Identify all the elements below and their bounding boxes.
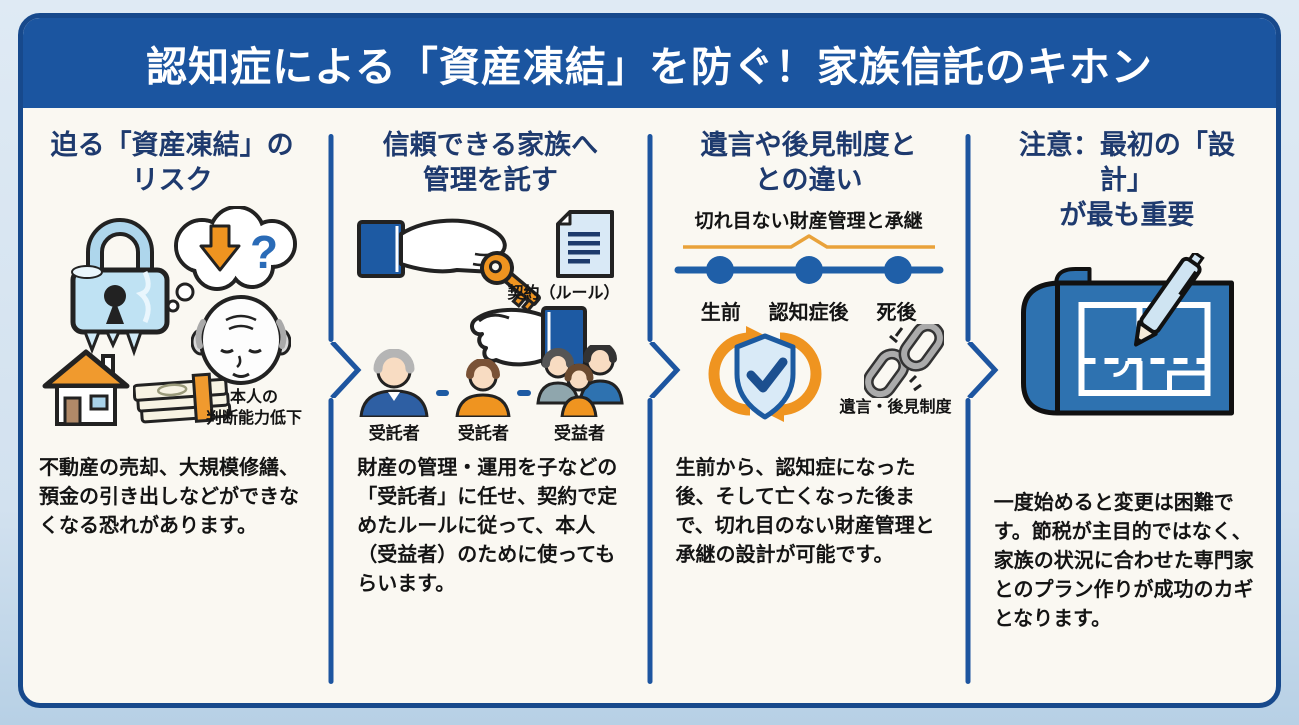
separator-chevron [950, 108, 999, 703]
page-title: 認知症による「資産凍結」を防ぐ！家族信託のキホン [146, 44, 1153, 90]
role-label: 受託者 [368, 424, 420, 444]
separator-line [647, 398, 652, 684]
trust-roles-row: 受託者 受託者 [357, 345, 624, 444]
section-difference-title: 遺言や後見制度と との違い [700, 130, 917, 196]
section-design-title: 注意：最初の「設計」 が最も重要 [1018, 130, 1235, 231]
header-banner: 認知症による「資産凍結」を防ぐ！家族信託のキホン [23, 18, 1276, 108]
separator-line [647, 134, 652, 342]
beneficiary: 受益者 [535, 345, 624, 444]
orange-brace-icon [682, 234, 935, 249]
section-design-body: 一度始めると変更は困難です。節税が主目的ではなく、家族の状況に合わせた専門家との… [993, 492, 1254, 631]
section-difference-body: 生前から、認知症になった後、そして亡くなった後まで、切れ目のない財産管理と承継の… [675, 457, 935, 567]
shield-cycle-icon [708, 326, 821, 423]
section-risk-illustration: ? [39, 206, 305, 444]
separator-line [328, 134, 334, 342]
beneficiary-family-icon [535, 345, 624, 418]
broken-chain-icon [863, 324, 944, 399]
chevron-right-icon [330, 342, 362, 398]
link-dash [517, 390, 531, 397]
columns-row: 迫る「資産凍結」の リスク [23, 108, 1276, 703]
chain-label: 遺言・後見制度 [839, 399, 952, 417]
contract-label: 契約（ルール） [507, 285, 620, 303]
trustee-1: 受託者 [357, 349, 431, 444]
stage-label: 生前 [700, 302, 741, 325]
separator-line [328, 398, 334, 684]
link-dash [436, 390, 450, 397]
timeline-caption: 切れ目ない財産管理と承継 [694, 211, 923, 233]
stage-label: 死後 [876, 302, 917, 325]
house-icon [42, 349, 130, 427]
chevron-right-icon [648, 342, 680, 398]
section-entrust-body: 財産の管理・運用を子などの「受託者」に任せ、契約で定めたルールに従って、本人（受… [357, 457, 618, 596]
separator-chevron [632, 108, 680, 703]
question-mark-glyph: ? [250, 226, 278, 278]
trustee-2: 受託者 [454, 359, 512, 444]
money-stack-icon [133, 372, 232, 424]
judgement-decline-caption: 本人の 判断能力低下 [205, 389, 302, 427]
section-risk-body: 不動産の売却、大規模修繕、預金の引き出しなどができなくなる恐れがあります。 [39, 457, 299, 538]
stage-label: 認知症後 [768, 302, 849, 325]
frozen-padlock-icon [70, 218, 170, 357]
section-entrust-illustration: 契約（ルール） 受託者 [357, 206, 624, 444]
section-design-illustration [994, 241, 1260, 479]
separator-chevron [313, 108, 362, 703]
trustee-avatar-icon [455, 359, 511, 418]
contract-document-icon [555, 210, 614, 279]
elderly-man-icon [191, 295, 291, 386]
section-risk-title: 迫る「資産凍結」の リスク [50, 130, 294, 196]
role-label: 受託者 [457, 424, 509, 444]
section-design-caution: 注意：最初の「設計」 が最も重要 [986, 108, 1268, 703]
section-asset-freeze-risk: 迫る「資産凍結」の リスク [31, 108, 313, 703]
section-difference-illustration: 切れ目ない財産管理と承継 生前 認知症後 死後 [674, 206, 952, 444]
blueprint-pen-icon [1020, 253, 1234, 416]
section-entrust-family: 信頼できる家族へ 管理を託す [349, 108, 631, 703]
thought-bubble-decline-icon: ? [166, 206, 297, 313]
chevron-right-icon [966, 342, 999, 398]
separator-line [965, 398, 971, 684]
role-label: 受益者 [554, 424, 605, 444]
separator-line [965, 134, 971, 342]
section-entrust-title: 信頼できる家族へ 管理を託す [382, 130, 599, 196]
infographic-card: 認知症による「資産凍結」を防ぐ！家族信託のキホン 迫る「資産凍結」の リスク [18, 13, 1281, 708]
section-difference: 遺言や後見制度と との違い 切れ目ない財産管理と承継 生前 認知症 [668, 108, 952, 703]
timeline-stages: 生前 認知症後 死後 [676, 296, 942, 325]
timeline-icon [674, 256, 944, 285]
trustee-avatar-icon [359, 349, 429, 418]
hand-giving-key-icon [357, 218, 588, 369]
